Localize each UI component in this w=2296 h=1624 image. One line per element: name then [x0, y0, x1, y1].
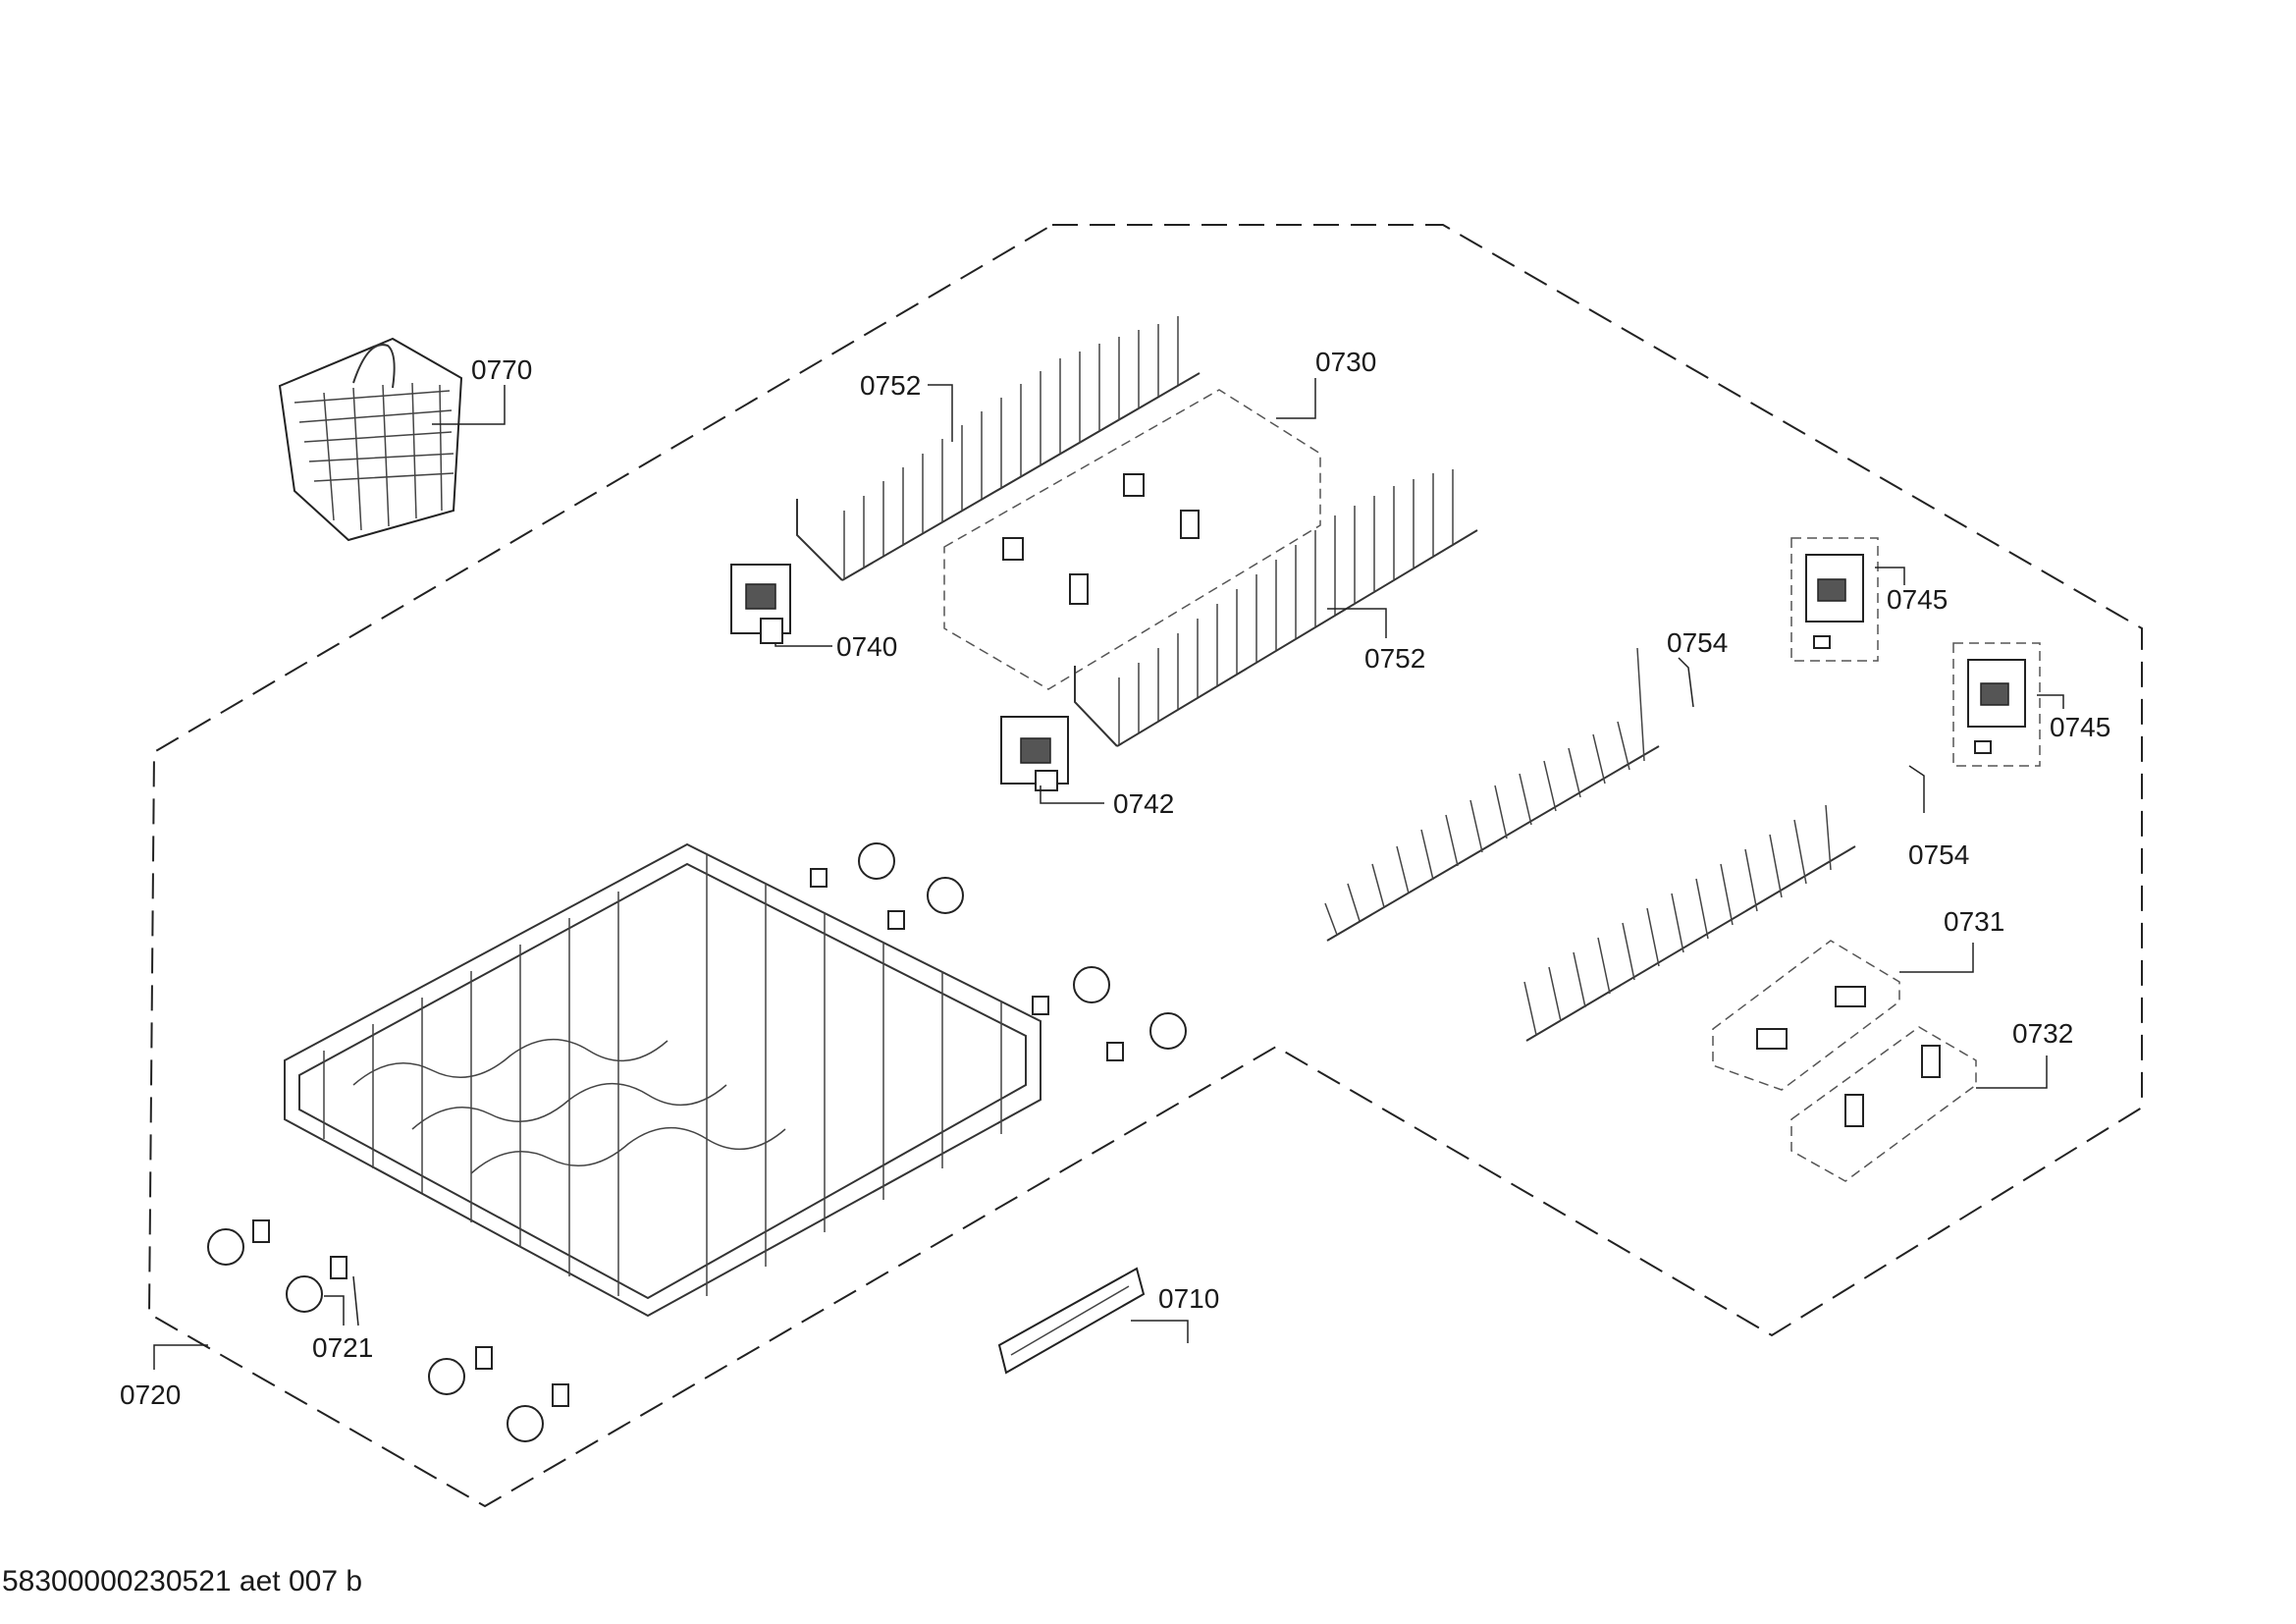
- document-code: 58300000230521 aet 007 b: [2, 1565, 363, 1597]
- cutlery-basket: [278, 337, 463, 542]
- leader-0752a: [928, 384, 953, 442]
- wheels-lower-basket: [207, 1219, 569, 1442]
- leader-0720: [153, 1344, 208, 1370]
- callout-0740: 0740: [836, 631, 897, 662]
- callout-0745b: 0745: [2050, 712, 2110, 742]
- tine-rack-middle: [1074, 469, 1478, 747]
- leader-0754a: [1678, 657, 1694, 708]
- rack-handle: [997, 1267, 1146, 1375]
- leader-0745a: [1875, 567, 1905, 585]
- clip-kit-parts: [1002, 473, 1200, 605]
- tine-rack-upper: [796, 316, 1201, 581]
- clip-parts-0731: [1756, 986, 1866, 1050]
- callout-0720: 0720: [120, 1380, 181, 1410]
- callout-0752b: 0752: [1364, 643, 1425, 674]
- callout-0754b: 0754: [1908, 839, 1969, 870]
- callout-0770: 0770: [471, 354, 532, 385]
- callout-0745a: 0745: [1887, 584, 1948, 615]
- leader-0754b: [1908, 765, 1925, 813]
- clip-group-0731: [1712, 940, 1900, 1091]
- bracket-box-0745a: [1790, 537, 1879, 662]
- callout-0731: 0731: [1944, 906, 2004, 937]
- bracket-box-0745b: [1952, 642, 2041, 767]
- callout-0710: 0710: [1158, 1283, 1219, 1314]
- callout-0732: 0732: [2012, 1018, 2073, 1049]
- rack-bracket-0740: [730, 564, 791, 644]
- leader-0732: [1976, 1056, 2048, 1089]
- clip-parts-0732: [1844, 1045, 1941, 1127]
- clip-kit-boundary: [943, 389, 1321, 690]
- callout-0721: 0721: [312, 1332, 373, 1363]
- tine-rack-right-upper: [1324, 647, 1660, 942]
- callout-0742: 0742: [1113, 788, 1174, 819]
- leader-0710: [1131, 1320, 1189, 1343]
- leader-0742: [1040, 785, 1104, 804]
- rack-bracket-0742: [1000, 716, 1069, 791]
- bracket-0745b: [1967, 659, 2026, 754]
- callout-0730: 0730: [1315, 347, 1376, 377]
- lower-basket: [284, 842, 1041, 1318]
- leader-0752b: [1327, 608, 1387, 638]
- leader-0745b: [2037, 694, 2064, 709]
- leader-0740: [774, 643, 832, 647]
- bracket-0745a: [1805, 554, 1864, 649]
- leader-0721: [324, 1275, 359, 1326]
- tine-rack-right-lower: [1523, 804, 1856, 1042]
- leader-0731: [1899, 943, 1974, 973]
- wheels-upper-rack: [810, 842, 1187, 1061]
- callout-0752a: 0752: [860, 370, 921, 401]
- callout-0754a: 0754: [1667, 627, 1728, 658]
- assembly-boundary: [147, 224, 2143, 1508]
- leader-0770: [432, 385, 506, 425]
- clip-group-0732: [1790, 1026, 1977, 1182]
- leader-0730: [1276, 378, 1316, 419]
